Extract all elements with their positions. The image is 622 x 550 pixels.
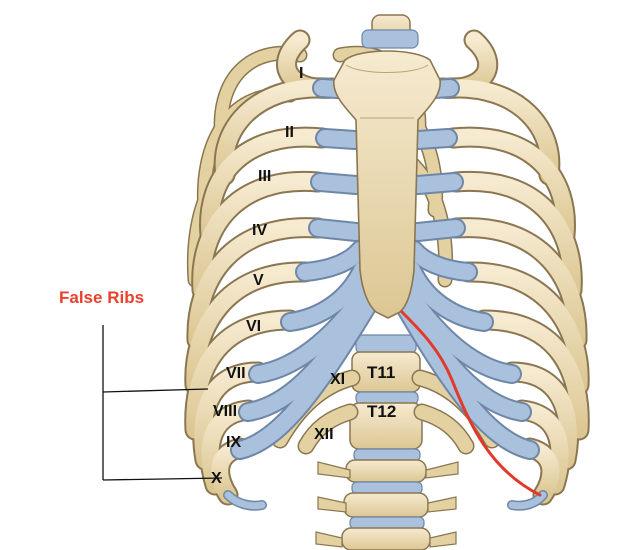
vertebra-label-t11: T11 (367, 363, 395, 382)
rib-label-1: I (299, 65, 303, 82)
rib-label-12: XII (314, 426, 334, 443)
rib-label-9: IX (226, 434, 241, 451)
rib-label-3: III (258, 168, 271, 185)
rib-label-7: VII (226, 365, 246, 382)
rib-label-5: V (253, 272, 264, 289)
rib-label-8: VIII (213, 403, 237, 420)
vertebra-label-t12: T12 (367, 402, 396, 421)
false-ribs-title: False Ribs (59, 288, 144, 307)
rib-label-11: XI (330, 371, 345, 388)
rib-label-2: II (285, 124, 294, 141)
rib-label-4: IV (252, 222, 267, 239)
rib-label-10: X (211, 470, 222, 487)
rib-label-6: VI (246, 318, 261, 335)
